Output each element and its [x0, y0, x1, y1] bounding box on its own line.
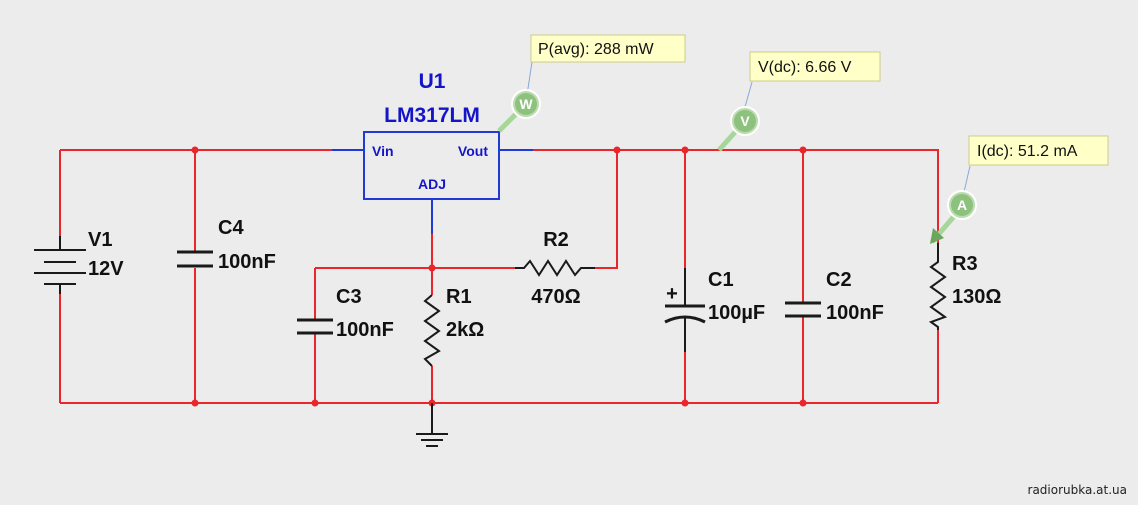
ground-symbol	[416, 403, 448, 447]
watt-icon: W	[519, 96, 533, 112]
regulator-body	[363, 131, 500, 200]
regulator-u1[interactable]: U1 LM317LM Vin Vout ADJ	[363, 70, 500, 200]
resistor-symbol	[423, 294, 441, 367]
capacitor-c2[interactable]	[785, 301, 821, 318]
probe-arrow	[930, 228, 944, 244]
junction-dot	[799, 146, 807, 154]
probe-leader	[963, 165, 971, 193]
pin-label-vin: Vin	[372, 143, 394, 159]
probe-circle-inner	[515, 93, 537, 115]
current-probe[interactable]: I(dc): 51.2 mA A	[930, 135, 1109, 244]
r1-ref: R1	[446, 286, 472, 308]
regulator-part: LM317LM	[384, 104, 480, 127]
c3-value: 100nF	[336, 319, 394, 341]
battery-v1[interactable]	[34, 236, 86, 294]
junction-dot	[799, 399, 807, 407]
voltage-probe-reading: V(dc): 6.66 V	[758, 59, 852, 76]
wires	[59, 149, 939, 404]
junction-dot	[311, 399, 319, 407]
probe-stem	[497, 110, 520, 133]
c3-ref: C3	[336, 286, 362, 308]
r3-value: 130Ω	[952, 286, 1001, 308]
capacitor-c4[interactable]	[177, 250, 213, 268]
capacitor-symbol	[297, 318, 333, 335]
probe-stem	[717, 128, 739, 152]
probe-circle-inner	[951, 194, 973, 216]
power-probe[interactable]: P(avg): 288 mW W	[497, 34, 686, 133]
junction-dot	[681, 146, 689, 154]
probe-reading-box	[530, 34, 686, 63]
c2-value: 100nF	[826, 302, 884, 324]
junction-dot	[681, 399, 689, 407]
resistor-r3[interactable]	[928, 243, 948, 330]
junction-dot	[191, 399, 199, 407]
r3-ref: R3	[952, 253, 978, 275]
amp-icon: A	[957, 197, 967, 213]
regulator-pin-wires	[332, 149, 533, 234]
volt-icon: V	[740, 113, 750, 129]
capacitor-c3[interactable]	[297, 318, 333, 335]
r1-value: 2kΩ	[446, 319, 484, 341]
junctions	[191, 146, 807, 407]
probe-circle-inner	[734, 110, 756, 132]
voltage-probe[interactable]: V(dc): 6.66 V V	[717, 51, 881, 152]
battery-symbol	[34, 236, 86, 294]
v1-ref: V1	[88, 229, 112, 251]
current-probe-reading: I(dc): 51.2 mA	[977, 143, 1078, 160]
c1-value: 100µF	[708, 302, 765, 324]
wire-r2-out	[595, 150, 618, 269]
capacitor-symbol	[785, 301, 821, 318]
probe-leader	[744, 81, 753, 108]
c4-value: 100nF	[218, 251, 276, 273]
resistor-symbol	[928, 243, 948, 330]
capacitor-c1[interactable]	[664, 268, 706, 352]
c1-polarity: +	[666, 283, 678, 305]
probe-reading-box	[749, 51, 881, 82]
wire-top-right	[533, 149, 939, 243]
capacitor-symbol	[177, 250, 213, 268]
power-probe-reading: P(avg): 288 mW	[538, 41, 654, 58]
resistor-r1[interactable]	[423, 294, 441, 367]
junction-dot	[428, 264, 436, 272]
resistor-r2[interactable]	[515, 259, 595, 277]
resistor-symbol	[515, 259, 595, 277]
pin-label-adj: ADJ	[418, 176, 446, 192]
watermark: radiorubka.at.ua	[1028, 483, 1127, 497]
regulator-ref: U1	[419, 70, 446, 93]
r2-value: 470Ω	[531, 286, 580, 308]
junction-dot	[191, 146, 199, 154]
r2-ref: R2	[543, 229, 569, 251]
pin-label-vout: Vout	[458, 143, 488, 159]
junction-dot	[613, 146, 621, 154]
probe-reading-box	[968, 135, 1109, 166]
v1-value: 12V	[88, 258, 124, 280]
c4-ref: C4	[218, 217, 244, 239]
c2-ref: C2	[826, 269, 852, 291]
c1-ref: C1	[708, 269, 734, 291]
